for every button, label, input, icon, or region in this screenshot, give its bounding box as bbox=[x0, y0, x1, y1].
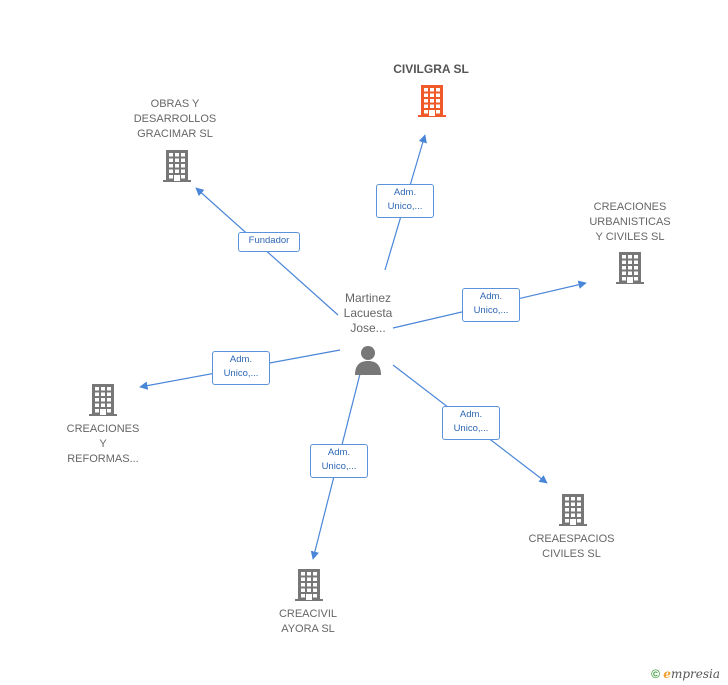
company-node-creaespacios[interactable]: CREAESPACIOS CIVILES SL bbox=[514, 532, 629, 562]
brand-e: e bbox=[663, 667, 671, 681]
relation-label-obras[interactable]: Fundador bbox=[238, 232, 300, 252]
building-icon bbox=[559, 494, 587, 526]
relation-label-creaciones-urb[interactable]: Adm. Unico,... bbox=[462, 288, 520, 322]
empresia-watermark: © empresia bbox=[651, 667, 720, 681]
center-person-name: Martinez Lacuesta Jose... bbox=[343, 291, 393, 335]
center-person[interactable]: Martinez Lacuesta Jose... bbox=[330, 276, 406, 391]
company-name: OBRAS Y DESARROLLOS GRACIMAR SL bbox=[133, 98, 217, 140]
relation-label-creacivil[interactable]: Adm. Unico,... bbox=[310, 444, 368, 478]
company-icon-wrap-creaciones-urb[interactable] bbox=[615, 251, 645, 290]
company-name: CREACIONES URBANISTICAS Y CIVILES SL bbox=[589, 201, 671, 243]
company-icon-wrap-creaespacios[interactable] bbox=[558, 493, 588, 532]
relation-label-creaciones-ref[interactable]: Adm. Unico,... bbox=[212, 351, 270, 385]
brand-rest: mpresia bbox=[670, 667, 720, 681]
company-icon-wrap-creaciones-ref[interactable] bbox=[88, 383, 118, 422]
person-icon bbox=[355, 346, 381, 375]
company-name: CREACIONES Y REFORMAS... bbox=[66, 423, 140, 465]
company-node-creaciones-urb[interactable]: CREACIONES URBANISTICAS Y CIVILES SL bbox=[575, 200, 685, 245]
company-node-creacivil[interactable]: CREACIVIL AYORA SL bbox=[253, 607, 363, 637]
company-node-creaciones-ref[interactable]: CREACIONES Y REFORMAS... bbox=[48, 422, 158, 467]
company-name: CREAESPACIOS CIVILES SL bbox=[528, 533, 615, 560]
relation-label-creaespacios[interactable]: Adm. Unico,... bbox=[442, 406, 500, 440]
building-icon bbox=[89, 384, 117, 416]
building-icon bbox=[295, 569, 323, 601]
relation-label-civilgra[interactable]: Adm. Unico,... bbox=[376, 184, 434, 218]
copyright-icon: © bbox=[651, 667, 660, 681]
company-icon-wrap-civilgra[interactable] bbox=[417, 84, 447, 123]
company-name: CREACIVIL AYORA SL bbox=[278, 608, 338, 635]
building-icon bbox=[418, 85, 446, 117]
company-name: CIVILGRA SL bbox=[393, 62, 469, 76]
company-node-obras[interactable]: OBRAS Y DESARROLLOS GRACIMAR SL bbox=[120, 97, 230, 142]
company-icon-wrap-creacivil[interactable] bbox=[294, 568, 324, 607]
building-icon bbox=[616, 252, 644, 284]
building-icon bbox=[163, 150, 191, 182]
company-icon-wrap-obras[interactable] bbox=[162, 149, 192, 188]
company-node-civilgra[interactable]: CIVILGRA SL bbox=[386, 62, 476, 77]
